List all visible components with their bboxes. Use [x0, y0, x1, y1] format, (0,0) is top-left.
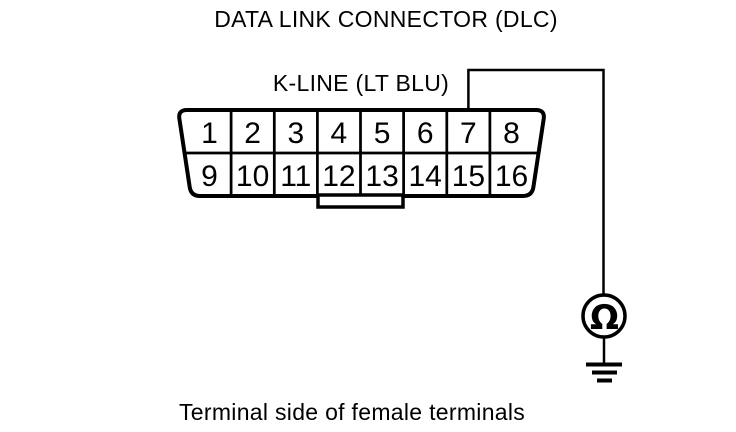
pin-12: 12 — [322, 160, 355, 193]
pin-2: 2 — [244, 117, 261, 150]
pin-16: 16 — [495, 160, 528, 193]
k-line-test-wire — [467, 68, 605, 295]
pin-14: 14 — [409, 160, 442, 193]
pin-11: 11 — [280, 160, 311, 193]
diagram-title: DATA LINK CONNECTOR (DLC) — [214, 6, 558, 32]
pin-6: 6 — [417, 117, 434, 150]
pin-row-top: 1 2 3 4 5 6 7 8 — [201, 117, 520, 150]
pin-row-bottom: 9 10 11 12 13 14 15 16 — [201, 160, 528, 193]
pin-3: 3 — [287, 117, 304, 150]
diagram-caption: Terminal side of female terminals — [179, 399, 525, 425]
pin-7: 7 — [460, 117, 477, 150]
pin-15: 15 — [452, 160, 485, 193]
pin-10: 10 — [236, 160, 269, 193]
ohmmeter: Ω — [581, 293, 627, 339]
pin-13: 13 — [365, 160, 398, 193]
pin-9: 9 — [201, 160, 218, 193]
k-line-wire-label: K-LINE (LT BLU) — [273, 70, 449, 96]
ground-symbol — [586, 337, 622, 383]
pin-1: 1 — [201, 117, 218, 150]
connector-pin-grid — [183, 110, 540, 196]
pin-5: 5 — [374, 117, 391, 150]
ohm-symbol: Ω — [590, 298, 619, 338]
pin-8: 8 — [503, 117, 520, 150]
pin-4: 4 — [331, 117, 348, 150]
connector-keying-tab — [316, 193, 405, 209]
